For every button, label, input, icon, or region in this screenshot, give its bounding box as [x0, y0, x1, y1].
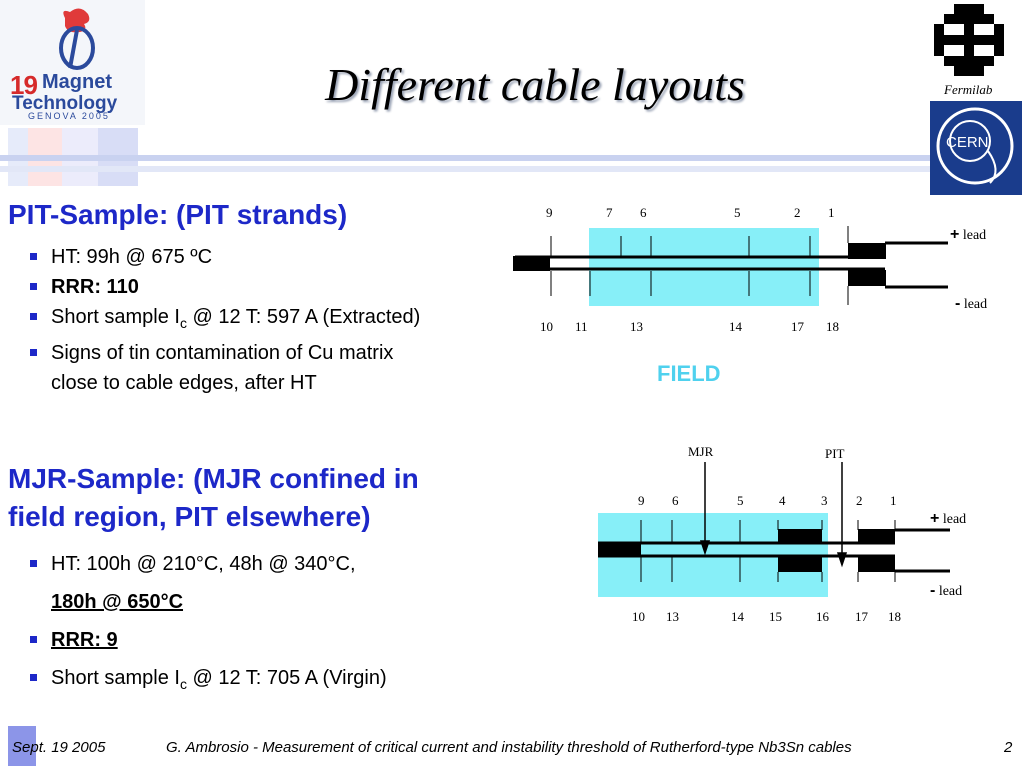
- conference-logo: 19 Magnet Technology GENOVA 2005: [0, 0, 145, 125]
- region-arrows: [699, 462, 848, 568]
- tap-label: 14: [731, 609, 744, 624]
- plus-lead-label: + lead: [930, 510, 967, 527]
- bullet-square-icon: [30, 253, 37, 260]
- footer-citation: G. Ambrosio - Measurement of critical cu…: [166, 739, 852, 756]
- logo-number: 19: [10, 70, 38, 100]
- tap-label: 5: [734, 205, 741, 220]
- torch-icon: [59, 8, 95, 70]
- tap-label: 9: [546, 205, 553, 220]
- logo-text-technology: Technology: [12, 93, 118, 114]
- splice-block: [778, 529, 822, 544]
- bullet-square-icon: [30, 313, 37, 320]
- plus-lead-label: + lead: [950, 226, 987, 243]
- list-item: RRR: 110: [8, 272, 420, 302]
- cern-logo: CERN: [930, 101, 1022, 195]
- tap-label: 9: [638, 493, 645, 508]
- list-item: HT: 100h @ 210°C, 48h @ 340°C,180h @ 650…: [8, 545, 387, 621]
- tap-label: 17: [791, 319, 804, 334]
- tap-label: 3: [821, 493, 828, 508]
- mjr-arrow-label: MJR: [688, 444, 714, 459]
- tap-label: 18: [826, 319, 839, 334]
- cern-logo-text: CERN: [946, 134, 989, 151]
- logo-text-genova: GENOVA 2005: [28, 111, 110, 121]
- minus-lead-label: - lead: [955, 295, 988, 312]
- tap-label: 2: [794, 205, 801, 220]
- minus-lead-label: - lead: [930, 582, 963, 599]
- voltage-taps: [550, 226, 849, 305]
- pit-heading: PIT-Sample: (PIT strands): [8, 199, 348, 230]
- splice-block: [858, 529, 895, 544]
- tap-label: 13: [630, 319, 643, 334]
- tap-label: 2: [856, 493, 863, 508]
- list-item: Short sample Ic @ 12 T: 597 A (Extracted…: [8, 302, 420, 338]
- list-item: RRR: 9: [8, 621, 387, 659]
- tap-label: 11: [575, 319, 588, 334]
- tap-label: 16: [816, 609, 829, 624]
- mjr-bullet-list: HT: 100h @ 210°C, 48h @ 340°C,180h @ 650…: [8, 545, 387, 703]
- list-item: HT: 99h @ 675 ºC: [8, 242, 420, 272]
- splice-block: [848, 243, 886, 259]
- field-label: FIELD: [657, 361, 721, 386]
- tap-label: 6: [672, 493, 679, 508]
- logo-text-magnet: Magnet: [42, 71, 112, 93]
- fermilab-label: Fermilab: [944, 82, 993, 97]
- bullet-square-icon: [30, 636, 37, 643]
- footer-date: Sept. 19 2005: [12, 739, 106, 756]
- bullet-square-icon: [30, 560, 37, 567]
- voltage-taps: [640, 520, 896, 582]
- tap-label: 13: [666, 609, 679, 624]
- splice-block: [778, 557, 822, 572]
- tap-label: 7: [606, 205, 613, 220]
- page-number: 2: [1004, 739, 1013, 756]
- tap-label: 5: [737, 493, 744, 508]
- tap-label: 6: [640, 205, 647, 220]
- tap-label: 4: [779, 493, 786, 508]
- pit-arrow-label: PIT: [825, 446, 845, 461]
- splice-block: [513, 256, 550, 271]
- tap-label: 14: [729, 319, 742, 334]
- mjr-cable-diagram: [598, 462, 950, 597]
- tap-label: 10: [540, 319, 553, 334]
- splice-block: [598, 542, 641, 557]
- footer-accent: [8, 726, 36, 766]
- fermilab-logo-icon: [934, 4, 1004, 76]
- header-divider: [0, 155, 930, 161]
- tap-label: 1: [890, 493, 897, 508]
- cern-logo-icon: [936, 107, 1014, 185]
- pit-cable-diagram: [513, 226, 948, 306]
- splice-block: [848, 270, 886, 286]
- tap-label: 17: [855, 609, 868, 624]
- tap-label: 1: [828, 205, 835, 220]
- list-item: Short sample Ic @ 12 T: 705 A (Virgin): [8, 659, 387, 703]
- tap-label: 15: [769, 609, 782, 624]
- pit-bullet-list: HT: 99h @ 675 ºC RRR: 110 Short sample I…: [8, 242, 420, 398]
- bullet-square-icon: [30, 283, 37, 290]
- bullet-square-icon: [30, 349, 37, 356]
- header-divider: [0, 166, 930, 172]
- field-region: [589, 228, 819, 306]
- splice-block: [858, 557, 895, 572]
- slide-title: Different cable layouts: [325, 59, 745, 110]
- tap-label: 10: [632, 609, 645, 624]
- bullet-square-icon: [30, 674, 37, 681]
- tap-label: 18: [888, 609, 901, 624]
